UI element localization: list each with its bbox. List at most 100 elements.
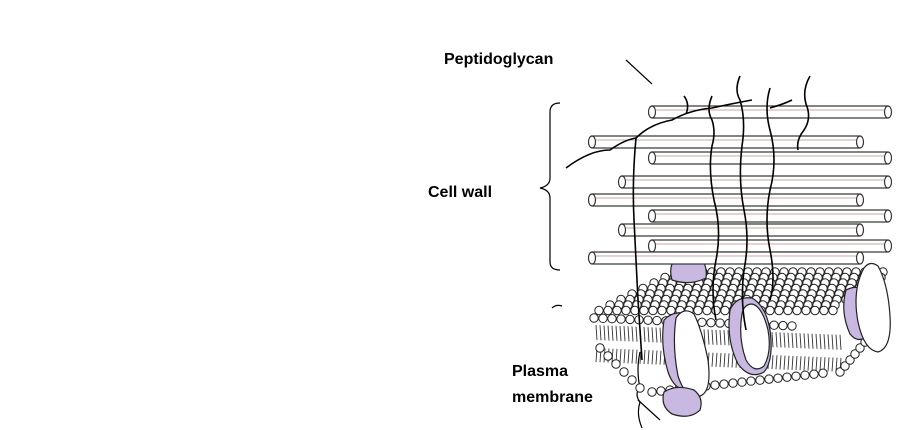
- lipid-tail: [644, 350, 645, 364]
- lipid-head: [829, 306, 837, 314]
- lipid-head: [775, 306, 783, 314]
- lipid-tail: [616, 326, 617, 341]
- lipid-head: [747, 377, 755, 385]
- cell-wall-rod: [619, 224, 864, 236]
- lipid-tail: [628, 326, 629, 341]
- lipid-head: [694, 306, 702, 314]
- lipid-head: [596, 344, 604, 352]
- lipid-tail: [796, 333, 797, 348]
- lipid-tail: [624, 349, 625, 363]
- lipid-head: [738, 378, 746, 386]
- cell-wall-bracket: [540, 103, 560, 270]
- lipid-tail: [732, 354, 733, 368]
- lipid-head: [720, 380, 728, 388]
- lipid-tail: [836, 335, 837, 350]
- lipid-tail: [772, 332, 773, 347]
- lipid-tail: [632, 327, 633, 342]
- plasma-membrane-label-line2: membrane: [512, 389, 593, 406]
- lipid-tail: [620, 326, 621, 341]
- lipid-tail: [808, 357, 809, 371]
- lipid-tail: [796, 356, 797, 370]
- lipid-tail: [776, 332, 777, 347]
- peptide-chain-1: [633, 138, 642, 360]
- lipid-tail: [648, 327, 649, 342]
- lipid-tail: [724, 353, 725, 367]
- lipid-head: [784, 306, 792, 314]
- lipid-tail: [728, 353, 729, 367]
- lipid-head: [792, 372, 800, 380]
- lipid-tail: [828, 357, 829, 371]
- lipid-head: [604, 306, 612, 314]
- lipid-tail: [628, 349, 629, 363]
- lipid-head: [640, 306, 648, 314]
- lipid-head: [783, 373, 791, 381]
- lipid-head: [810, 370, 818, 378]
- lipid-tail: [604, 325, 605, 340]
- lipid-tail: [708, 330, 709, 345]
- lipid-head: [644, 316, 652, 324]
- lipid-head: [636, 384, 644, 392]
- lipid-tail: [656, 350, 657, 364]
- lipid-head: [721, 306, 729, 314]
- lipid-tail: [780, 332, 781, 347]
- lipid-tail: [720, 330, 721, 345]
- lipid-tail: [648, 350, 649, 364]
- lipid-head: [820, 306, 828, 314]
- lipid-tail: [772, 355, 773, 369]
- lipid-tail: [788, 333, 789, 348]
- cell-wall-rod: [649, 152, 892, 164]
- lipid-head: [788, 322, 796, 330]
- lipid-head: [658, 306, 666, 314]
- lipid-tail: [720, 353, 721, 367]
- lipid-tail: [824, 334, 825, 349]
- lipid-head: [707, 318, 715, 326]
- lipid-tail: [612, 326, 613, 341]
- lipid-tail: [636, 350, 637, 364]
- lipid-head: [770, 321, 778, 329]
- lipid-tail: [812, 357, 813, 371]
- lipid-head: [801, 371, 809, 379]
- plasma-membrane-label-line1: Plasma: [512, 363, 568, 380]
- lipid-head: [628, 376, 636, 384]
- lipid-head: [617, 315, 625, 323]
- lipid-tail: [620, 349, 621, 363]
- lipid-head: [608, 315, 616, 323]
- lipid-tail: [820, 334, 821, 349]
- lipid-tail: [624, 326, 625, 341]
- lipid-head: [653, 316, 661, 324]
- lipid-head: [756, 376, 764, 384]
- lipid-head: [648, 388, 656, 396]
- lipid-tail: [784, 356, 785, 370]
- lipid-head: [620, 368, 628, 376]
- lipid-tail: [776, 355, 777, 369]
- lipid-tail: [800, 333, 801, 348]
- lipid-tail: [652, 327, 653, 342]
- lipid-tail: [636, 327, 637, 342]
- lipid-tail: [784, 333, 785, 348]
- lipid-head: [626, 315, 634, 323]
- lipid-tail: [596, 325, 597, 340]
- cell-wall-rod: [589, 136, 864, 148]
- lipid-head: [729, 379, 737, 387]
- lipid-head: [612, 360, 620, 368]
- lipid-tail: [712, 330, 713, 345]
- cell-wall-label: Cell wall: [428, 184, 492, 201]
- membrane-edge-mark: [552, 305, 562, 308]
- cell-wall-rod: [619, 176, 892, 188]
- lipid-tail: [652, 350, 653, 364]
- lipid-tail: [632, 350, 633, 364]
- lipid-tail: [644, 327, 645, 342]
- lipid-head: [649, 306, 657, 314]
- lipid-head: [811, 306, 819, 314]
- lipid-tail: [800, 356, 801, 370]
- cell-wall-rod: [589, 194, 864, 206]
- lipid-head: [599, 314, 607, 322]
- lipid-head: [765, 375, 773, 383]
- lipid-tail: [780, 355, 781, 369]
- peptidoglycan-leader-line: [626, 60, 652, 84]
- lipid-tail: [660, 328, 661, 343]
- lipid-head: [613, 306, 621, 314]
- lipid-tail: [788, 356, 789, 370]
- membrane-protein-8: [663, 387, 701, 416]
